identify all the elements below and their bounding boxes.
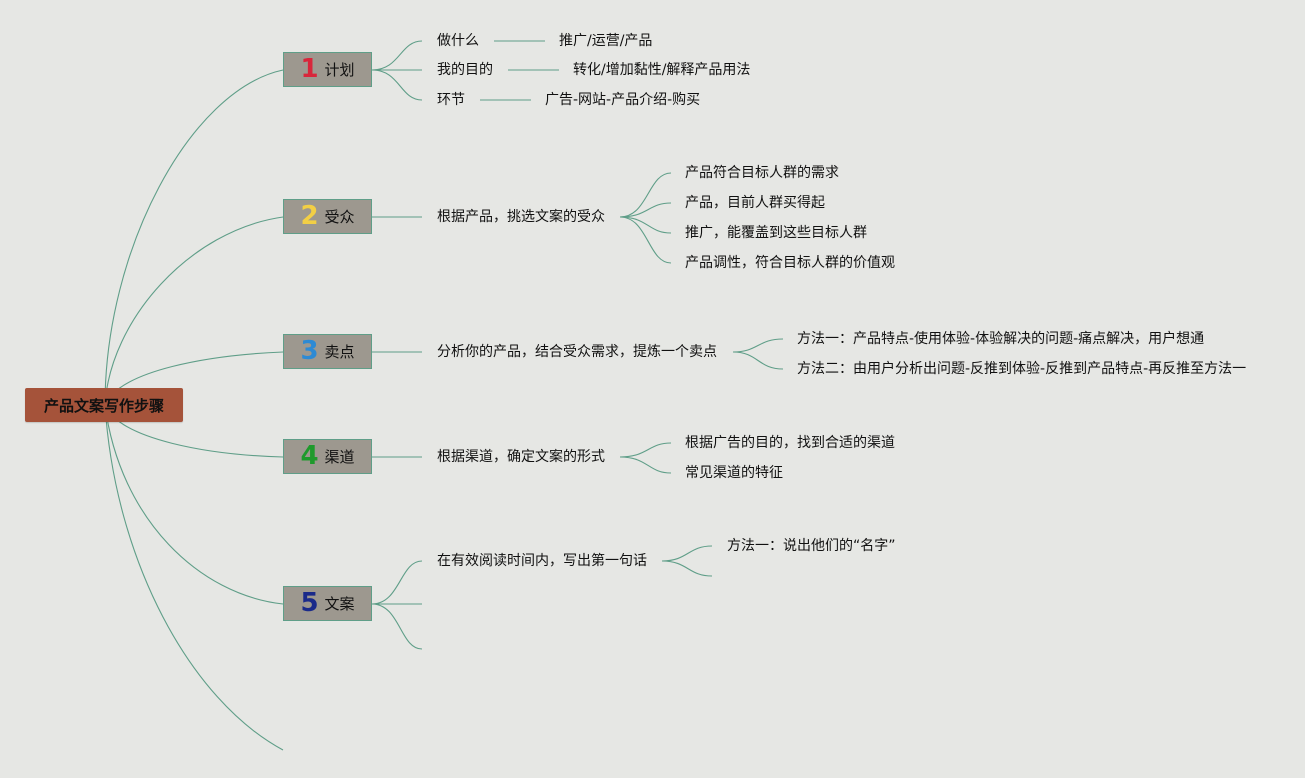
link-aud-4 <box>619 216 672 264</box>
step-label-plan: 计划 <box>324 61 355 79</box>
link-chan-2 <box>619 456 672 474</box>
link-chan-1 <box>619 442 672 458</box>
step-label-selling-point: 卖点 <box>324 343 355 361</box>
audience-subtopic[interactable]: 产品调性，符合目标人群的价值观 <box>685 255 895 271</box>
step-label-copy: 文案 <box>324 595 355 613</box>
link-aud-2 <box>619 202 672 218</box>
selling-subtopic[interactable]: 方法二：由用户分析出问题-反推到体验-反推到产品特点-再反推至方法一 <box>797 361 1247 377</box>
link-step5-main <box>371 560 423 605</box>
step-label-audience: 受众 <box>324 208 355 226</box>
link-step5-empty2 <box>371 603 423 650</box>
step-plan[interactable]: 1 计划 <box>283 52 372 87</box>
step-channel[interactable]: 4 渠道 <box>283 439 372 474</box>
link-sell-1 <box>732 338 784 353</box>
selling-main-topic[interactable]: 分析你的产品，结合受众需求，提炼一个卖点 <box>437 344 717 360</box>
plan-item-label[interactable]: 做什么 <box>437 33 479 49</box>
link-copy-1 <box>661 545 713 562</box>
step-number-2: 2 <box>300 200 319 231</box>
root-topic-label: 产品文案写作步骤 <box>43 396 164 415</box>
selling-subtopic[interactable]: 方法一：产品特点-使用体验-体验解决的问题-痛点解决，用户想通 <box>797 331 1205 347</box>
plan-item-label[interactable]: 环节 <box>437 92 465 108</box>
audience-subtopic[interactable]: 产品符合目标人群的需求 <box>685 165 839 181</box>
step-number-5: 5 <box>300 587 319 618</box>
step-audience[interactable]: 2 受众 <box>283 199 372 234</box>
copy-main-topic[interactable]: 在有效阅读时间内，写出第一句话 <box>437 553 647 569</box>
channel-subtopic[interactable]: 常见渠道的特征 <box>685 465 783 481</box>
link-root-step1 <box>104 69 284 406</box>
step-number-1: 1 <box>300 53 319 84</box>
copy-subtopic[interactable]: 方法一：说出他们的“名字” <box>727 538 896 554</box>
link-step1-item3 <box>371 69 423 101</box>
step-number-4: 4 <box>300 440 319 471</box>
link-step1-item1 <box>371 40 423 71</box>
step-label-channel: 渠道 <box>324 448 355 466</box>
link-root-extra <box>104 404 284 751</box>
link-sell-2 <box>732 351 784 370</box>
plan-item-label[interactable]: 我的目的 <box>437 62 493 78</box>
audience-subtopic[interactable]: 推广，能覆盖到这些目标人群 <box>685 225 867 241</box>
channel-main-topic[interactable]: 根据渠道，确定文案的形式 <box>437 449 605 465</box>
audience-main-topic[interactable]: 根据产品，挑选文案的受众 <box>437 209 605 225</box>
step-number-3: 3 <box>300 335 319 366</box>
root-topic[interactable]: 产品文案写作步骤 <box>25 388 183 422</box>
link-root-step2 <box>104 216 284 406</box>
link-aud-1 <box>619 172 672 218</box>
link-aud-3 <box>619 216 672 234</box>
step-selling-point[interactable]: 3 卖点 <box>283 334 372 369</box>
plan-item-detail[interactable]: 广告-网站-产品介绍-购买 <box>545 92 701 108</box>
channel-subtopic[interactable]: 根据广告的目的，找到合适的渠道 <box>685 435 895 451</box>
plan-item-detail[interactable]: 转化/增加黏性/解释产品用法 <box>573 62 751 78</box>
step-copy[interactable]: 5 文案 <box>283 586 372 621</box>
plan-item-detail[interactable]: 推广/运营/产品 <box>559 33 653 49</box>
link-copy-2 <box>661 560 713 577</box>
audience-subtopic[interactable]: 产品，目前人群买得起 <box>685 195 825 211</box>
link-root-step5 <box>104 404 284 605</box>
